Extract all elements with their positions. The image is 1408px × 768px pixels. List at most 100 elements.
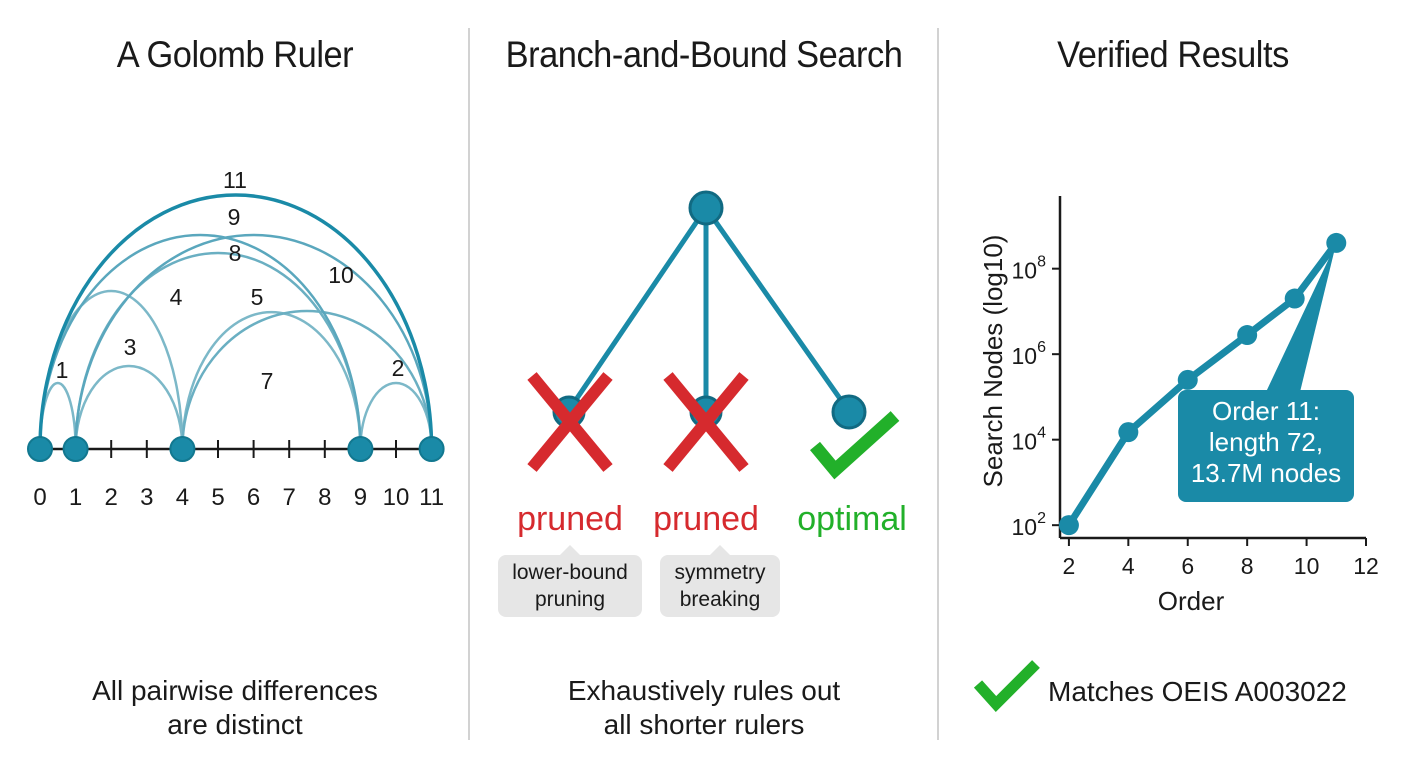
lower-bound-note: lower-bound pruning bbox=[498, 545, 642, 617]
arc-label: 7 bbox=[261, 368, 274, 394]
branch-node-3 bbox=[831, 394, 867, 430]
arc-label: 5 bbox=[251, 284, 264, 310]
callout-line-2: length 72, bbox=[1208, 427, 1324, 457]
branch-and-bound-panel: Branch-and-Bound Search pruned pruned op… bbox=[470, 0, 938, 768]
arc-label: 9 bbox=[228, 204, 241, 230]
symmetry-note-line-1: symmetry bbox=[674, 561, 766, 584]
difference-arc bbox=[74, 364, 184, 450]
x-tick-label: 2 bbox=[1063, 553, 1076, 579]
data-point bbox=[1237, 325, 1258, 346]
y-tick-label: 104 bbox=[1012, 425, 1047, 455]
lower-bound-note-line-1: lower-bound bbox=[512, 561, 628, 584]
arc-label: 2 bbox=[392, 355, 405, 381]
ruler-panel-title: A Golomb Ruler bbox=[116, 34, 354, 75]
data-point bbox=[1177, 369, 1198, 390]
arc-label: 3 bbox=[124, 334, 137, 360]
tree-edges bbox=[566, 206, 851, 412]
difference-arc bbox=[38, 233, 362, 450]
callout-line-3: 13.7M nodes bbox=[1190, 458, 1342, 488]
callout-pointer bbox=[1266, 242, 1337, 392]
difference-arc bbox=[38, 193, 434, 450]
y-tick-exponent: 4 bbox=[1037, 425, 1046, 442]
ruler-caption: All pairwise differences are distinct bbox=[0, 674, 470, 742]
search-panel-title: Branch-and-Bound Search bbox=[505, 34, 903, 75]
ruler-mark bbox=[347, 436, 374, 462]
oeis-match-text: Matches OEIS A003022 bbox=[1048, 676, 1347, 707]
edge-to-branch-3 bbox=[703, 206, 851, 412]
y-tick-label: 108 bbox=[1012, 254, 1047, 284]
callout-line-1: Order 11: bbox=[1212, 396, 1320, 426]
symmetry-note-line-2: breaking bbox=[679, 588, 761, 611]
ruler-tick-label: 4 bbox=[176, 484, 189, 511]
x-axis-label: Order bbox=[1158, 586, 1225, 616]
cross-icon-1 bbox=[527, 372, 613, 472]
y-tick-base: 10 bbox=[1012, 429, 1038, 455]
y-tick-base: 10 bbox=[1012, 514, 1038, 540]
search-caption-line-1: Exhaustively rules out bbox=[567, 675, 841, 706]
x-tick-label: 6 bbox=[1181, 553, 1194, 579]
cross-icon-2 bbox=[663, 372, 749, 472]
search-caption: Exhaustively rules out all shorter ruler… bbox=[470, 674, 938, 742]
data-point bbox=[1118, 422, 1139, 443]
ruler-tick-label: 0 bbox=[33, 484, 46, 511]
y-tick-exponent: 8 bbox=[1037, 254, 1046, 271]
ruler-tick-label: 10 bbox=[383, 484, 410, 511]
ruler-tick-label: 7 bbox=[283, 484, 296, 511]
y-tick-base: 10 bbox=[1012, 258, 1038, 284]
ruler-caption-line-2: are distinct bbox=[167, 709, 303, 740]
ruler-tick-label: 11 bbox=[419, 484, 444, 511]
ruler-tick-label: 3 bbox=[140, 484, 153, 511]
check-icon-oeis bbox=[973, 660, 1040, 712]
ruler-tick-label: 6 bbox=[247, 484, 260, 511]
y-tick-label: 102 bbox=[1012, 510, 1047, 540]
difference-arc bbox=[181, 309, 433, 450]
y-tick-base: 10 bbox=[1012, 343, 1038, 369]
symmetry-note: symmetry breaking bbox=[660, 545, 780, 617]
y-tick-exponent: 2 bbox=[1037, 510, 1046, 527]
y-tick-label: 106 bbox=[1012, 339, 1047, 369]
difference-arc bbox=[181, 310, 362, 450]
ruler-caption-line-1: All pairwise differences bbox=[92, 675, 378, 706]
branch-3-status: optimal bbox=[797, 500, 907, 538]
ruler-mark bbox=[169, 436, 196, 462]
results-panel-title: Verified Results bbox=[1057, 34, 1289, 75]
ruler-mark bbox=[62, 436, 89, 462]
root-node bbox=[688, 190, 724, 226]
branch-2-status: pruned bbox=[653, 500, 759, 538]
series-line bbox=[1065, 240, 1340, 528]
data-point bbox=[1326, 232, 1347, 253]
ruler-tick-label: 9 bbox=[354, 484, 367, 511]
ruler-mark bbox=[418, 436, 445, 462]
panel-divider-2 bbox=[937, 28, 939, 740]
ruler-mark bbox=[27, 436, 53, 462]
x-tick-label: 10 bbox=[1294, 553, 1320, 579]
x-tick-label: 12 bbox=[1353, 553, 1379, 579]
branch-1-status: pruned bbox=[517, 500, 623, 538]
ruler-tick-label: 8 bbox=[318, 484, 331, 511]
x-tick-label: 4 bbox=[1122, 553, 1135, 579]
search-caption-line-2: all shorter rulers bbox=[603, 709, 805, 740]
ruler-tick-label: 5 bbox=[211, 484, 224, 511]
edge-to-branch-1 bbox=[566, 206, 709, 412]
data-point bbox=[1284, 288, 1305, 309]
data-point bbox=[1058, 515, 1079, 536]
ruler-tick-label: 2 bbox=[105, 484, 118, 511]
y-tick-exponent: 6 bbox=[1037, 339, 1046, 356]
arc-label: 10 bbox=[328, 262, 354, 288]
difference-arc bbox=[74, 233, 433, 450]
lower-bound-note-line-2: pruning bbox=[534, 588, 606, 611]
arc-label: 8 bbox=[229, 240, 242, 266]
arc-label: 1 bbox=[56, 357, 69, 383]
panel-divider-1 bbox=[468, 28, 470, 740]
ruler-tick-label: 1 bbox=[69, 484, 82, 511]
search-tree-figure: pruned pruned optimal bbox=[517, 190, 907, 538]
check-icon-optimal bbox=[810, 411, 900, 480]
order-11-callout: Order 11: length 72, 13.7M nodes bbox=[1178, 390, 1354, 502]
x-tick-label: 8 bbox=[1241, 553, 1254, 579]
arc-label: 11 bbox=[223, 167, 247, 193]
y-axis-label: Search Nodes (log10) bbox=[978, 235, 1008, 488]
